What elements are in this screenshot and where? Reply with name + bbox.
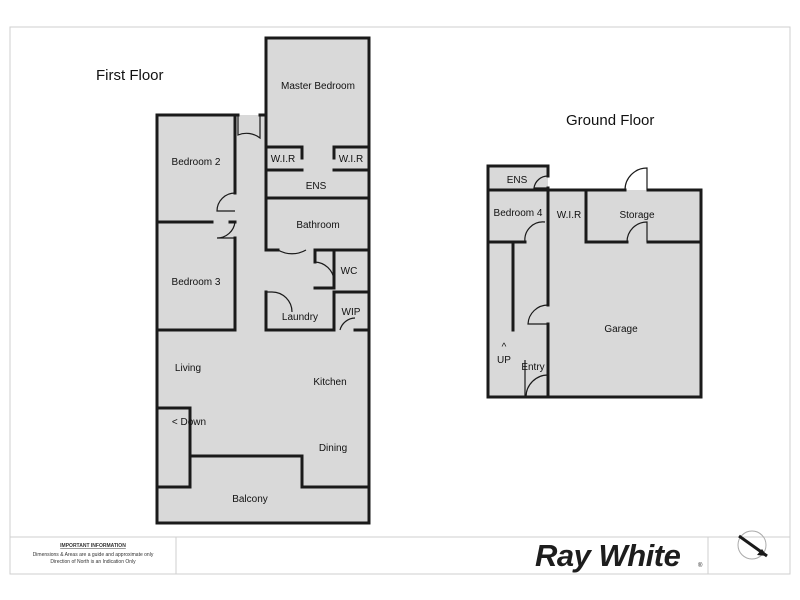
label-kitchen: Kitchen — [313, 377, 346, 388]
label-master-bedroom: Master Bedroom — [281, 81, 355, 92]
label-bathroom: Bathroom — [296, 220, 339, 231]
first-floor-outer-walls — [155, 36, 371, 525]
label-wir-right: W.I.R — [339, 154, 363, 165]
brand-logo: Ray White — [535, 538, 681, 573]
label-bedroom-4: Bedroom 4 — [494, 208, 543, 219]
label-ground-wir: W.I.R — [557, 210, 581, 221]
wc-walls — [313, 248, 336, 290]
door-bathroom — [277, 249, 307, 255]
door-bedroom-4 — [524, 221, 546, 243]
info-line-1: Dimensions & Areas are a guide and appro… — [33, 552, 154, 558]
ground-floor-title: Ground Floor — [566, 112, 654, 129]
label-balcony: Balcony — [232, 494, 268, 505]
label-bedroom-3: Bedroom 3 — [172, 277, 221, 288]
ground-wir-storage-walls — [546, 188, 703, 244]
door-ground-ens — [533, 175, 549, 189]
sheet-border — [9, 26, 791, 575]
north-arrow-icon — [737, 530, 768, 560]
label-ens: ENS — [306, 181, 327, 192]
label-garage: Garage — [604, 324, 638, 335]
label-wir-left: W.I.R — [271, 154, 295, 165]
info-title: IMPORTANT INFORMATION — [60, 543, 126, 549]
laundry-walls — [264, 290, 371, 332]
door-wc — [314, 261, 335, 281]
footer: IMPORTANT INFORMATION Dimensions & Areas… — [33, 530, 768, 573]
master-walls — [264, 113, 371, 200]
label-down: < Down — [172, 417, 206, 428]
label-up: UP — [497, 355, 511, 366]
label-entry: Entry — [521, 362, 544, 373]
label-laundry: Laundry — [282, 312, 318, 323]
stair-walls — [155, 406, 371, 489]
label-ground-ens: ENS — [507, 175, 528, 186]
door-bedroom-2 — [216, 192, 236, 212]
label-wc: WC — [341, 266, 358, 277]
ground-floor-fill — [488, 166, 701, 397]
brand-registered-mark: ® — [698, 562, 703, 569]
ground-stair-walls — [511, 223, 550, 332]
label-dining: Dining — [319, 443, 347, 454]
first-floor-fill — [157, 38, 369, 523]
ground-floor-outer-walls — [486, 164, 703, 399]
door-entry — [525, 374, 549, 398]
ground-floor-plan: Ground Floor ENS Bedroom 4 W.I.R Storage… — [486, 112, 703, 399]
door-laundry — [266, 291, 293, 313]
door-storage — [626, 221, 648, 243]
door-garage — [527, 304, 549, 325]
label-wip: WIP — [342, 307, 361, 318]
label-bedroom-2: Bedroom 2 — [172, 157, 221, 168]
info-line-2: Direction of North is an Indication Only — [50, 559, 136, 565]
label-living: Living — [175, 363, 201, 374]
door-wip — [339, 317, 356, 331]
first-floor-plan: First Floor Master Bedroom Bedroom 2 Bed… — [96, 36, 371, 525]
door-bedroom-3 — [216, 221, 236, 239]
door-external — [624, 167, 648, 191]
label-storage: Storage — [619, 210, 654, 221]
first-floor-title: First Floor — [96, 67, 164, 84]
bedroom-walls — [155, 113, 237, 332]
label-up-arrow: ^ — [502, 342, 507, 353]
ground-ens-walls — [486, 188, 550, 244]
bathroom-walls — [264, 196, 371, 252]
door-master — [237, 115, 261, 140]
